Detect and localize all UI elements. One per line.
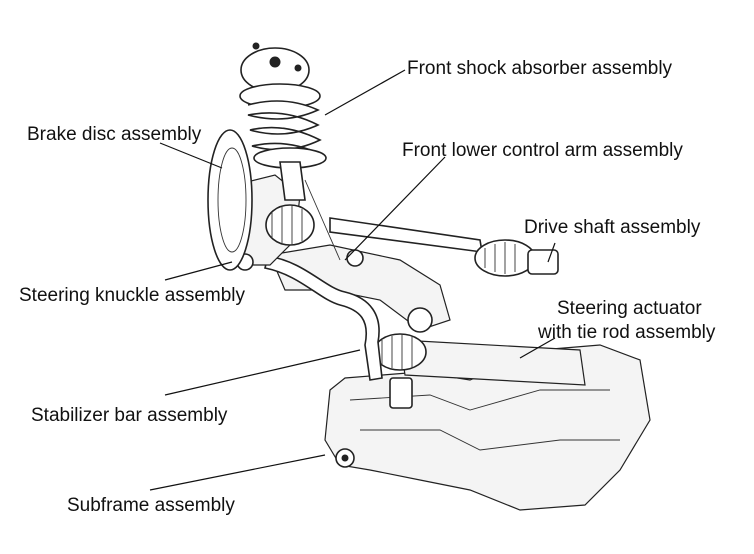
leader-brake [159,142,223,169]
lower-control-arm-shape [269,244,451,331]
label-front-lower-control-arm: Front lower control arm assembly [402,140,683,161]
leader-actuator [519,337,556,359]
label-steering-actuator-line2: with tie rod assembly [538,322,716,343]
label-steering-knuckle: Steering knuckle assembly [19,285,245,306]
brake-disc-inner [217,147,247,253]
label-front-shock-absorber: Front shock absorber assembly [407,58,673,79]
shock-strut-body [279,161,306,201]
arm-bushing [407,307,433,333]
subframe-detail-2 [360,429,620,451]
leader-lower-arm [344,156,446,261]
label-steering-actuator-line1: Steering actuator [557,298,702,319]
shock-top-nut [269,56,281,68]
shock-link-rod [304,179,341,261]
leader-subframe [149,454,326,491]
leader-stabilizer [164,349,361,396]
rack-boot-ribs [381,335,413,370]
shock-mount-bolt-2 [294,64,302,72]
label-drive-shaft: Drive shaft assembly [524,217,701,238]
label-subframe: Subframe assembly [67,495,235,516]
stabilizer-bracket [389,377,413,409]
stabilizer-bar-shape [264,255,383,381]
brake-disc-shape [207,129,253,271]
shock-spring-coils [247,100,323,156]
leader-drive-shaft [547,242,556,263]
label-brake-disc: Brake disc assembly [27,124,202,145]
drive-shaft-boot-ribs [484,242,516,274]
knuckle-boot-ribs [271,206,303,244]
leader-knuckle [164,261,233,281]
shock-mount-bolt-1 [252,42,260,50]
subframe-bolt-inner [341,454,349,462]
leader-shock [324,69,406,116]
label-stabilizer-bar: Stabilizer bar assembly [31,405,228,426]
